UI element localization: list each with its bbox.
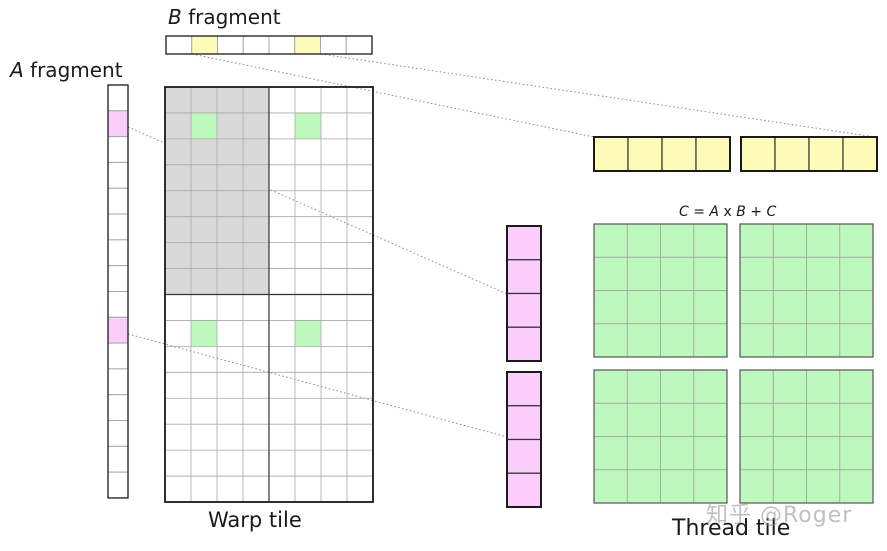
thread-a-vector-cell (506, 292, 542, 328)
equation-label: C = A x B + C (679, 204, 777, 220)
thread-a-vector-cell (506, 326, 542, 362)
thread-c-block-outline (593, 369, 728, 504)
thread-tile-label: Thread tile (672, 516, 791, 541)
b-fragment-cell (345, 35, 373, 55)
a-fragment-cell (107, 84, 129, 112)
thread-a-vector-outline (506, 371, 542, 508)
warp-tile-accumulator-cell (191, 320, 217, 347)
thread-b-vector-cell (774, 136, 810, 172)
warp-tile-accumulator-cell (191, 112, 217, 139)
a-fragment-cell (107, 187, 129, 215)
a-fragment-cell (107, 420, 129, 447)
thread-b-vector-outline (593, 136, 731, 172)
b-fragment-outline (165, 35, 373, 55)
b-fragment-cell (217, 35, 244, 55)
thread-a-vector-cell (506, 472, 542, 508)
a-fragment-cell (107, 110, 129, 138)
a-fragment-cell (107, 136, 129, 163)
thread-b-vector-cell (661, 136, 697, 172)
thread-a-vector-cell (506, 225, 542, 261)
thread-b-vector-cell (740, 136, 776, 172)
a-fragment-cell (107, 342, 129, 370)
thread-c-block-outline (739, 223, 874, 358)
connector-line (127, 333, 508, 438)
b-fragment-cell (268, 35, 296, 55)
a-fragment-cell (107, 471, 129, 499)
connector-line (191, 53, 595, 138)
thread-b-vector-cell (695, 136, 731, 172)
a-fragment-cell (107, 368, 129, 396)
thread-a-vector-outline (506, 225, 542, 362)
a-fragment-label: A fragment (10, 58, 123, 82)
a-fragment-outline (107, 84, 129, 499)
thread-a-vector-cell (506, 371, 542, 407)
b-fragment-cell (294, 35, 321, 55)
b-fragment-cell (320, 35, 347, 55)
a-fragment-cell (107, 290, 129, 318)
thread-a-vector-cell (506, 438, 542, 474)
a-fragment-cell (107, 239, 129, 267)
thread-c-block-outline (593, 223, 728, 358)
watermark: 知乎 @Roger (706, 503, 853, 528)
a-fragment-cell (107, 394, 129, 422)
thread-a-vector-cell (506, 259, 542, 295)
thread-b-vector-cell (808, 136, 844, 172)
thread-b-vector-outline (740, 136, 878, 172)
b-fragment-cell (191, 35, 218, 55)
warp-tile-outline (164, 86, 374, 503)
a-fragment-cell (107, 316, 129, 344)
b-fragment-cell (165, 35, 193, 55)
connector-line (320, 53, 876, 138)
a-fragment-cell (107, 265, 129, 292)
thread-b-vector-cell (842, 136, 878, 172)
thread-b-vector-cell (593, 136, 629, 172)
b-fragment-label: B fragment (168, 5, 281, 29)
b-fragment-cell (242, 35, 270, 55)
a-fragment-cell (107, 213, 129, 241)
thread-c-block-outline (739, 369, 874, 504)
warp-tile-accumulator-cell (295, 112, 321, 139)
thread-b-vector-cell (627, 136, 663, 172)
warp-tile-accumulator-cell (295, 320, 321, 347)
a-fragment-cell (107, 161, 129, 189)
a-fragment-cell (107, 445, 129, 473)
warp-tile-label: Warp tile (208, 508, 302, 532)
thread-a-vector-cell (506, 405, 542, 441)
